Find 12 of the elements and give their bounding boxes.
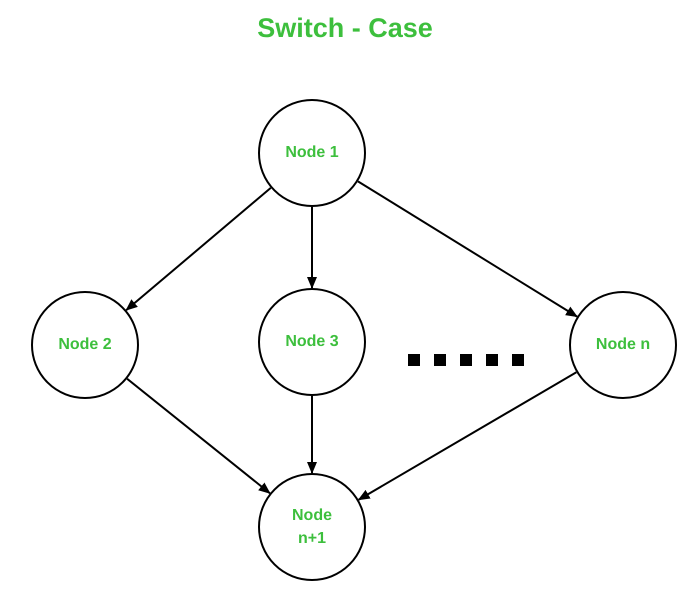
node-label: Node 1 [284, 143, 340, 164]
arrow [307, 396, 317, 474]
arrow [307, 207, 317, 289]
diagram-title: Switch - Case [256, 12, 434, 45]
arrow [125, 187, 272, 311]
arrow [126, 378, 271, 494]
node-label: Node n [594, 335, 652, 356]
node-label: Node 3 [284, 332, 340, 352]
node-label: Node n+1 [291, 506, 333, 549]
arrow [357, 180, 578, 318]
node-label: Node 2 [57, 335, 113, 356]
arrow [358, 371, 577, 501]
